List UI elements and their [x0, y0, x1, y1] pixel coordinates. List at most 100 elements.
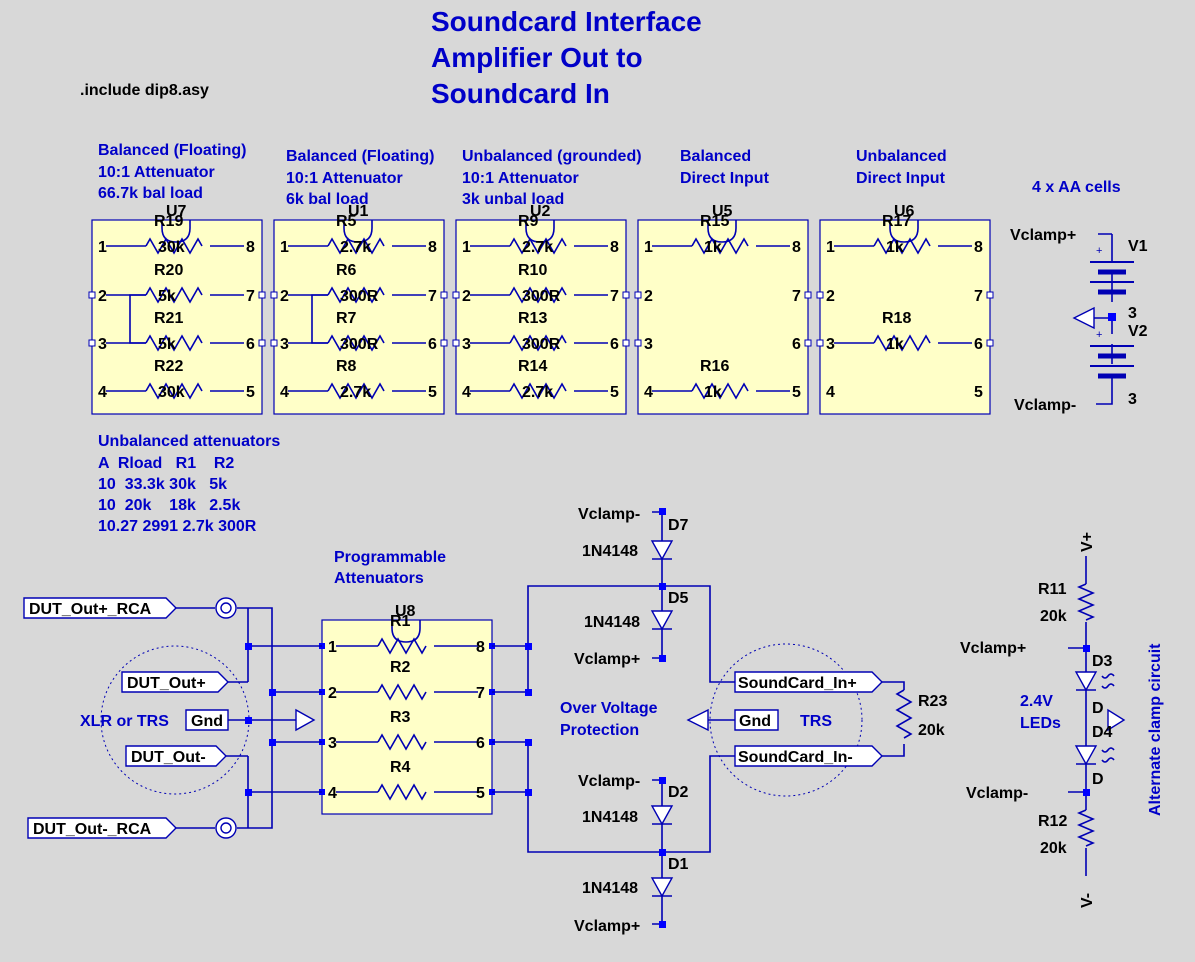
pin-marker — [622, 291, 630, 299]
d1-ref: D1 — [668, 856, 689, 873]
programmable-label-1: Programmable — [334, 549, 446, 566]
title-line-3: Soundcard In — [431, 78, 610, 109]
pin-marker — [986, 291, 994, 299]
resistor-ref: R22 — [154, 358, 183, 375]
pin-number: 2 — [328, 685, 337, 702]
pin-number: 1 — [644, 239, 653, 256]
resistor-value: 1k — [886, 239, 904, 256]
programmable-label-2: Attenuators — [334, 570, 424, 587]
protection-section: Vclamp- D7 1N4148 D5 1N4148 Vclamp+ Vcla… — [492, 506, 735, 935]
rca-minus-jack — [215, 817, 237, 839]
dip-box — [273, 219, 445, 415]
led-label-2: LEDs — [1020, 715, 1061, 732]
pin-number: 5 — [476, 785, 485, 802]
pin-marker — [452, 291, 460, 299]
resistor-ref: R5 — [336, 213, 357, 230]
d3-model: D — [1092, 700, 1104, 717]
pin-number: 4 — [280, 384, 289, 401]
d3-ref: D3 — [1092, 653, 1113, 670]
u1-label-1: Balanced (Floating) — [286, 148, 434, 165]
dip-ref: U1 — [348, 203, 369, 220]
resistor-value: 30k — [158, 384, 185, 401]
v-plus-label: V+ — [1079, 532, 1096, 552]
resistor-ref: R7 — [336, 310, 357, 327]
resistor-symbol — [145, 334, 203, 352]
battery-center-node — [1108, 313, 1116, 321]
resistor-ref: R18 — [882, 310, 911, 327]
pin-marker — [88, 291, 96, 299]
pin-number: 7 — [610, 288, 619, 305]
gnd-label: Gnd — [191, 713, 223, 730]
resistor-symbol — [509, 382, 567, 400]
pin-marker — [270, 339, 278, 347]
table-row: 10 20k 18k 2.5k — [98, 497, 240, 514]
pin-number: 6 — [428, 336, 437, 353]
pin-number: 6 — [974, 336, 983, 353]
pin-number: 3 — [644, 336, 653, 353]
dut-out-plus-flag — [121, 671, 229, 693]
pin-number: 2 — [826, 288, 835, 305]
resistor-ref: R9 — [518, 213, 539, 230]
resistor-ref: R15 — [700, 213, 729, 230]
pin-number: 3 — [826, 336, 835, 353]
table-heading: Unbalanced attenuators — [98, 433, 280, 450]
resistor-ref: R3 — [390, 709, 411, 726]
pin-number: 1 — [328, 639, 337, 656]
battery-v1-ref: V1 — [1128, 238, 1148, 255]
resistor-symbol — [327, 334, 385, 352]
pin-number: 5 — [792, 384, 801, 401]
dip-ref: U7 — [166, 203, 187, 220]
u6-label-1: Unbalanced — [856, 148, 947, 165]
pin-number: 6 — [610, 336, 619, 353]
d5-diode — [650, 610, 674, 631]
d5-part: 1N4148 — [584, 614, 640, 631]
pin-marker — [804, 291, 812, 299]
battery-v1-value: 3 — [1128, 305, 1137, 322]
r23-resistor — [895, 689, 913, 739]
dut-out-minus-flag — [125, 745, 227, 767]
pin-number: 7 — [974, 288, 983, 305]
pin-number: 1 — [98, 239, 107, 256]
r12-ref: R12 — [1038, 813, 1067, 830]
resistor-ref: R16 — [700, 358, 729, 375]
d2-ref: D2 — [668, 784, 689, 801]
dut-out-minus-rca-flag — [27, 817, 177, 839]
u1-label-2: 10:1 Attenuator — [286, 170, 403, 187]
d2-part: 1N4148 — [582, 809, 638, 826]
d4-led — [1074, 745, 1098, 766]
d3-led — [1074, 671, 1098, 692]
d1-diode — [650, 877, 674, 898]
resistor-value: 300R — [340, 336, 379, 353]
input-ground-symbol — [295, 708, 316, 732]
battery-v2-ref: V2 — [1128, 323, 1148, 340]
pin-number: 7 — [246, 288, 255, 305]
r12-resistor — [1076, 809, 1096, 847]
title-line-1: Soundcard Interface — [431, 6, 702, 37]
resistor-symbol — [691, 237, 749, 255]
table-row: 10.27 2991 2.7k 300R — [98, 518, 257, 535]
d4-ref: D4 — [1092, 724, 1113, 741]
pin-number: 5 — [428, 384, 437, 401]
d7-part: 1N4148 — [582, 543, 638, 560]
u5-label-1: Balanced — [680, 148, 751, 165]
pin-number: 7 — [476, 685, 485, 702]
d7-diode — [650, 540, 674, 561]
resistor-ref: R14 — [518, 358, 547, 375]
table-row: 10 33.3k 30k 5k — [98, 476, 227, 493]
clamp-vclamp-plus: Vclamp+ — [960, 640, 1026, 657]
dip-box — [637, 219, 809, 415]
pin-marker — [440, 291, 448, 299]
pin-number: 2 — [462, 288, 471, 305]
pin-number: 5 — [974, 384, 983, 401]
pin-marker — [634, 291, 642, 299]
dip-box — [819, 219, 991, 415]
dut-out-minus-rca-label: DUT_Out-_RCA — [33, 821, 152, 838]
pin-number: 7 — [792, 288, 801, 305]
pin-marker — [816, 291, 824, 299]
resistor-symbol — [377, 637, 427, 655]
dip-ref: U6 — [894, 203, 915, 220]
resistor-symbol — [327, 237, 385, 255]
svg-text:+: + — [1096, 245, 1102, 257]
pin-marker — [804, 339, 812, 347]
